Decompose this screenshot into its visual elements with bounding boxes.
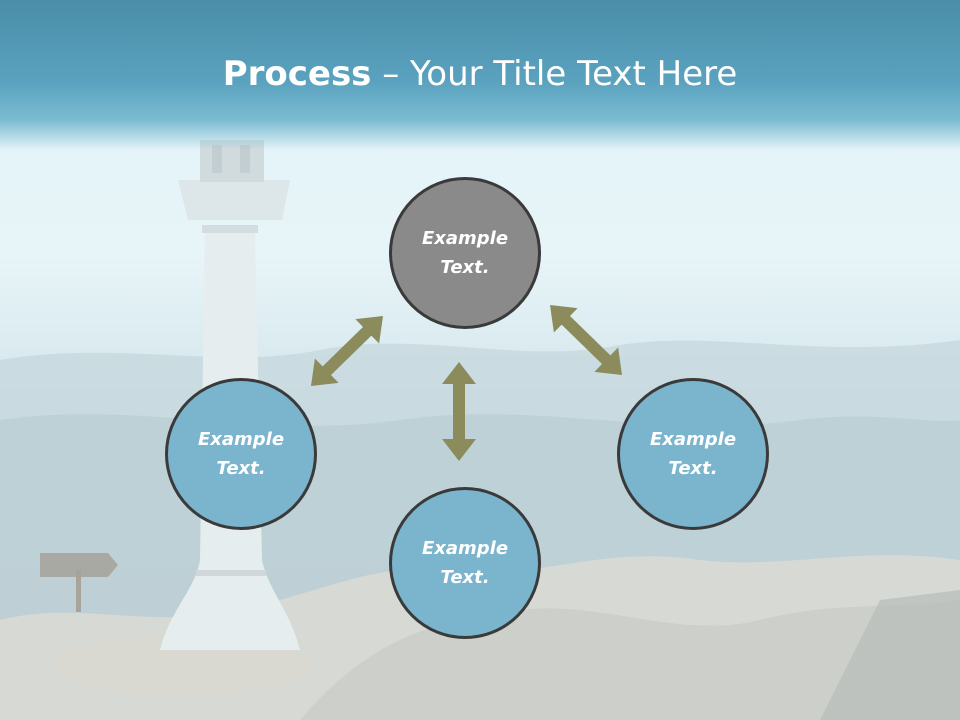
- node-top-line1: Example: [421, 228, 509, 249]
- node-bottom-line2: Text.: [440, 567, 490, 588]
- double-arrow-top-left: [311, 316, 383, 386]
- node-top-line2: Text.: [440, 257, 490, 278]
- title-bold: Process: [222, 54, 372, 94]
- node-left-line2: Text.: [216, 458, 266, 479]
- page-title: Process – Your Title Text Here: [0, 52, 960, 96]
- node-right-line2: Text.: [668, 458, 718, 479]
- double-arrow-top-bottom: [442, 362, 476, 461]
- node-bottom[interactable]: Example Text.: [389, 487, 541, 639]
- title-bar: [0, 0, 960, 150]
- node-right-line1: Example: [649, 429, 737, 450]
- node-bottom-line1: Example: [421, 538, 509, 559]
- node-right[interactable]: Example Text.: [617, 378, 769, 530]
- double-arrow-top-right: [550, 305, 622, 375]
- node-left[interactable]: Example Text.: [165, 378, 317, 530]
- node-top[interactable]: Example Text.: [389, 177, 541, 329]
- node-left-line1: Example: [197, 429, 285, 450]
- title-rest: – Your Title Text Here: [371, 54, 738, 94]
